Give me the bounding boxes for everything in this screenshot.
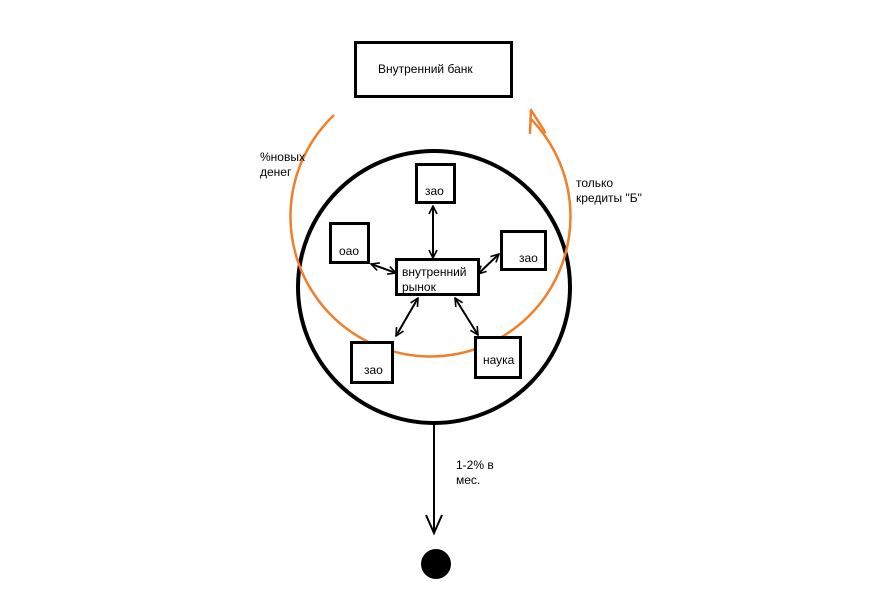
internal-market-label-line1: внутренний: [402, 265, 467, 279]
internal-bank-box: Внутренний банк: [354, 41, 513, 98]
zao-right-label: зао: [519, 251, 538, 265]
arrow-market-zao-right: [478, 254, 499, 274]
new-money-label: %новых денег: [260, 150, 305, 180]
money-flow-arrowhead: [528, 108, 547, 135]
credits-label-line2: кредиты "Б": [576, 191, 642, 205]
money-flow-arc: [289, 114, 572, 358]
zao-top-box: зао: [415, 163, 456, 204]
nauka-box: наука: [474, 336, 522, 379]
internal-market-box: внутренний рынок: [395, 258, 480, 296]
oao-label: оао: [339, 244, 360, 258]
arrow-market-zao-bottom: [396, 298, 418, 336]
nauka-label: наука: [483, 353, 515, 367]
oao-box: оао: [329, 222, 370, 264]
zao-top-label: зао: [425, 184, 444, 198]
arrow-market-oao: [371, 264, 396, 273]
zao-bottom-box: зао: [350, 341, 394, 384]
credits-label: только кредиты "Б": [576, 176, 642, 206]
new-money-label-line2: денег: [260, 165, 292, 179]
arrow-market-nauka: [455, 298, 478, 335]
zao-bottom-label: зао: [364, 363, 383, 377]
outflow-arrowhead: [425, 514, 443, 536]
rate-label-line1: 1-2% в: [456, 458, 494, 472]
zao-right-box: зао: [500, 230, 547, 271]
rate-label: 1-2% в мес.: [456, 458, 494, 488]
new-money-label-line1: %новых: [260, 150, 305, 164]
credits-label-line1: только: [576, 176, 614, 190]
sink-dot: [421, 549, 451, 579]
internal-bank-label: Внутренний банк: [378, 62, 473, 76]
outer-circle: [296, 149, 572, 425]
internal-market-label-line2: рынок: [402, 280, 436, 294]
rate-label-line2: мес.: [456, 473, 481, 487]
